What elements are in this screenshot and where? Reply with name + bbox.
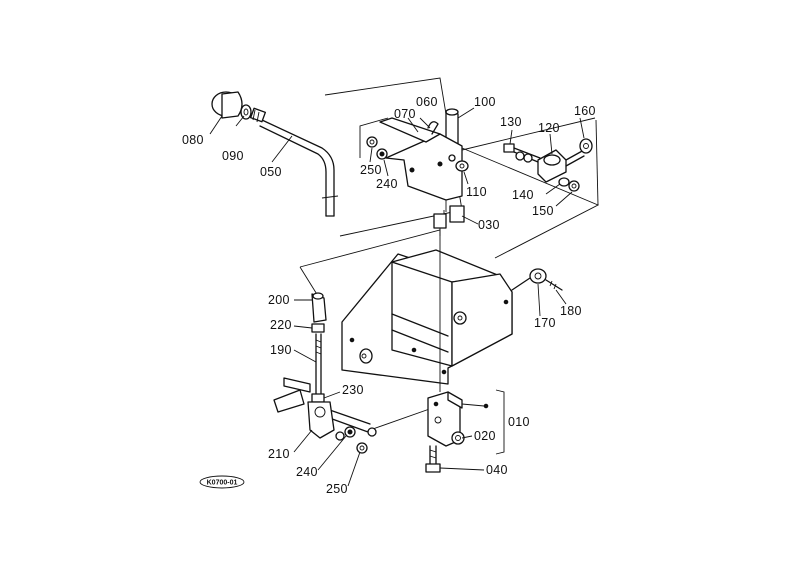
shaft-arm — [273, 377, 439, 433]
lever-thread — [250, 107, 266, 123]
label-080: 080 — [182, 133, 204, 147]
label-060: 060 — [416, 95, 438, 109]
label-010: 010 — [508, 415, 530, 429]
nut-090 — [240, 104, 252, 120]
pin-180 — [545, 279, 563, 291]
label-180: 180 — [560, 304, 582, 318]
washer-140 — [558, 177, 570, 187]
label-170: 170 — [534, 316, 556, 330]
clevis-120 — [537, 149, 585, 183]
label-050: 050 — [260, 165, 282, 179]
label-150: 150 — [532, 204, 554, 218]
pin-060 — [427, 121, 439, 135]
label-200: 200 — [268, 293, 290, 307]
nut-250-upper — [366, 136, 378, 148]
label-090: 090 — [222, 149, 244, 163]
label-070: 070 — [394, 107, 416, 121]
bushing-020 — [451, 431, 465, 445]
lever-knob-080 — [211, 91, 243, 119]
label-250-lower: 250 — [326, 482, 348, 496]
label-100: 100 — [474, 95, 496, 109]
nut-160 — [579, 138, 593, 154]
label-140: 140 — [512, 188, 534, 202]
drawing-code-badge: K0700-01 — [199, 475, 245, 489]
ball-joint-210 — [307, 401, 335, 439]
small-nuts — [335, 427, 377, 441]
label-240-upper: 240 — [376, 177, 398, 191]
label-160: 160 — [574, 104, 596, 118]
label-120: 120 — [538, 121, 560, 135]
nut-250-lower — [356, 442, 368, 454]
ball-joint-200 — [311, 292, 327, 323]
washer-240-upper — [376, 148, 388, 160]
joint-030 — [433, 205, 465, 236]
label-040: 040 — [486, 463, 508, 477]
label-240-lower: 240 — [296, 465, 318, 479]
label-190: 190 — [270, 343, 292, 357]
label-110: 110 — [466, 185, 487, 199]
label-030: 030 — [478, 218, 500, 232]
rod-190 — [315, 333, 322, 395]
bolt-040 — [425, 445, 441, 473]
upper-bracket-100 — [379, 108, 463, 212]
nut-230 — [311, 393, 325, 403]
nut-220 — [311, 323, 325, 333]
nut-150 — [568, 180, 580, 192]
drawing-code: K0700-01 — [207, 480, 238, 487]
label-230: 230 — [342, 383, 364, 397]
part-labels: 080 090 050 060 070 100 250 240 110 030 … — [182, 95, 596, 496]
label-220: 220 — [270, 318, 292, 332]
bushing-110 — [455, 160, 469, 172]
label-020: 020 — [474, 429, 496, 443]
main-bracket — [341, 240, 513, 392]
washer-240-lower — [344, 426, 356, 438]
label-250-upper: 250 — [360, 163, 382, 177]
leader-lines — [209, 107, 585, 487]
rod-end-170 — [511, 268, 547, 291]
washer-nut-pair — [515, 151, 533, 163]
label-210: 210 — [268, 447, 290, 461]
shift-lever-050 — [259, 119, 339, 217]
label-130: 130 — [500, 115, 522, 129]
